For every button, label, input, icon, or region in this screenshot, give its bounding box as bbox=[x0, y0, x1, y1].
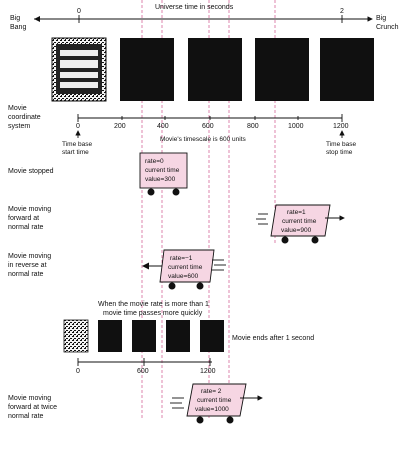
coord-tick-1200: 1200 bbox=[333, 123, 349, 130]
timescale-note: Movie's timescale is 600 units bbox=[160, 136, 247, 143]
state-forward-rate: rate=1 bbox=[287, 209, 306, 216]
state-double-label: Movie moving forward at twice normal rat… bbox=[8, 387, 61, 420]
universe-axis-title: Universe time in seconds bbox=[155, 4, 234, 11]
universe-tick-0: 0 bbox=[77, 8, 81, 15]
state-double-current: current time bbox=[197, 397, 232, 404]
coord-tick-200: 200 bbox=[114, 123, 126, 130]
coord-tick-600: 600 bbox=[202, 123, 214, 130]
universe-time-axis: 0 2 Universe time in seconds Big Bang Bi… bbox=[10, 4, 399, 31]
state-stopped-label: Movie stopped bbox=[8, 168, 54, 175]
state-forward-label: Movie moving forward at normal rate bbox=[8, 198, 56, 231]
big-bang-label: Big Bang bbox=[10, 7, 26, 31]
coord-tick-400: 400 bbox=[157, 123, 169, 130]
state-stopped-current: current time bbox=[145, 167, 180, 174]
state-double-value: value=1000 bbox=[195, 406, 229, 413]
fast-end-note: Movie ends after 1 second bbox=[232, 335, 314, 342]
state-reverse-value: value=600 bbox=[168, 273, 199, 280]
state-forward-normal: Movie moving forward at normal rate rate… bbox=[8, 198, 345, 244]
state-forward-double: Movie moving forward at twice normal rat… bbox=[8, 383, 263, 424]
state-reverse-current: current time bbox=[168, 264, 203, 271]
film-strip bbox=[51, 37, 374, 102]
state-reverse-label: Movie moving in reverse at normal rate bbox=[8, 245, 56, 278]
fast-section: When the movie rate is more than 1 movie… bbox=[63, 293, 314, 375]
movie-coordinate-axis: 0 200 400 600 800 1000 1200 Movie coordi… bbox=[8, 97, 361, 156]
state-double-rate: rate= 2 bbox=[201, 388, 222, 395]
coord-axis-label: Movie coordinate system bbox=[8, 97, 45, 130]
state-reverse-normal: Movie moving in reverse at normal rate r… bbox=[8, 245, 226, 290]
coord-tick-0: 0 bbox=[76, 123, 80, 130]
fast-tick-1200: 1200 bbox=[200, 368, 216, 375]
state-stopped: Movie stopped rate=0 current time value=… bbox=[8, 152, 188, 196]
coord-tick-1000: 1000 bbox=[288, 123, 304, 130]
fast-tick-600: 600 bbox=[137, 368, 149, 375]
stop-time-note: Time base stop time bbox=[326, 133, 361, 156]
fast-caption: When the movie rate is more than 1 movie… bbox=[98, 293, 213, 317]
start-time-note: Time base start time bbox=[62, 133, 97, 156]
fast-tick-0: 0 bbox=[76, 368, 80, 375]
state-stopped-value: value=300 bbox=[145, 176, 176, 183]
universe-tick-2: 2 bbox=[340, 8, 344, 15]
state-stopped-rate: rate=0 bbox=[145, 158, 164, 165]
coord-tick-800: 800 bbox=[247, 123, 259, 130]
state-reverse-rate: rate=−1 bbox=[170, 255, 193, 262]
big-crunch-label: Big Crunch bbox=[376, 7, 399, 31]
state-forward-value: value=900 bbox=[281, 227, 312, 234]
state-forward-current: current time bbox=[282, 218, 317, 225]
